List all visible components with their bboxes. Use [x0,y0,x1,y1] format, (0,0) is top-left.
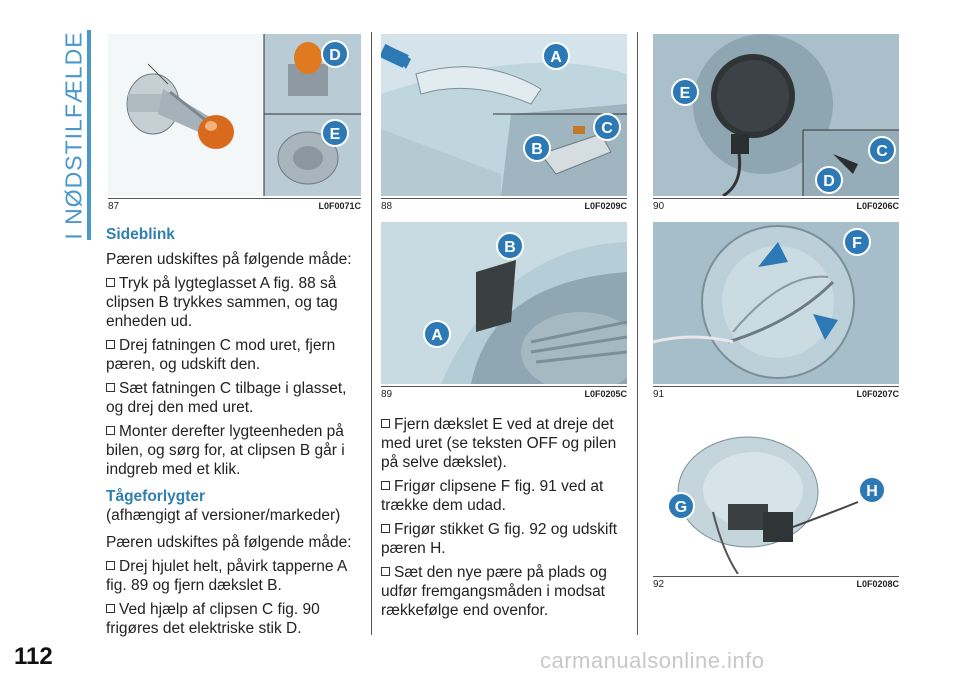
sideblink-intro: Pæren udskiftes på følgende måde: [106,251,352,268]
fog-intro: Pæren udskiftes på følgende måde: [106,534,352,551]
label-c-badge: C [868,136,896,164]
sideblink-step: Drej fatningen C mod uret, fjern pæren, … [106,337,336,373]
watermark: carmanualsonline.info [540,648,765,673]
column-1-text: Sideblink Pæren udskiftes på følgende må… [106,225,364,643]
label-b-badge: B [523,134,551,162]
column-2-text: Fjern dækslet E ved at dreje det med ure… [381,415,629,625]
label-d-badge: D [815,166,843,194]
sideblink-heading: Sideblink [106,226,175,243]
sideblink-step: Sæt fatningen C tilbage i glasset, og dr… [106,380,347,416]
column-divider-2 [637,32,638,635]
svg-text:E: E [330,126,341,143]
svg-text:D: D [329,47,341,64]
column-divider-1 [371,32,372,635]
label-a-badge: A [542,42,570,70]
svg-text:C: C [876,143,888,160]
label-c-badge: C [593,113,621,141]
label-h-badge: H [858,476,886,504]
page-number: 112 [14,643,53,670]
fog-subheading: (afhængigt af versioner/markeder) [106,507,341,524]
sideblink-step: Monter derefter lygteenheden på bilen, o… [106,423,345,478]
fog-step: Drej hjulet helt, påvirk tapperne A fig.… [106,558,347,594]
fog-heading: Tågeforlygter [106,488,206,505]
svg-text:B: B [504,239,516,256]
label-e-badge: E [671,78,699,106]
svg-text:D: D [823,173,835,190]
fog-step: Ved hjælp af clipsen C fig. 90 frigøres … [106,601,320,637]
fog-step: Sæt den nye pære på plads og udfør fremg… [381,564,607,619]
svg-text:F: F [852,235,862,252]
sideblink-step: Tryk på lygteglasset A fig. 88 så clipse… [106,275,338,330]
label-b-badge: B [496,232,524,260]
svg-text:B: B [531,141,543,158]
label-f-badge: F [843,228,871,256]
svg-text:A: A [431,327,443,344]
section-rule [87,30,91,240]
label-d-badge: D [321,40,349,68]
section-title: I NØDSTILFÆLDE [60,30,87,240]
fog-step: Frigør clipsene F fig. 91 ved at trække … [381,478,604,514]
svg-text:C: C [601,120,613,137]
svg-text:G: G [675,499,687,516]
label-e-badge: E [321,119,349,147]
svg-text:E: E [680,85,691,102]
fog-step: Frigør stikket G fig. 92 og udskift pære… [381,521,618,557]
svg-text:A: A [550,49,562,66]
label-a-badge: A [423,320,451,348]
label-g-badge: G [667,492,695,520]
svg-text:H: H [866,483,878,500]
fog-step: Fjern dækslet E ved at dreje det med ure… [381,416,617,471]
